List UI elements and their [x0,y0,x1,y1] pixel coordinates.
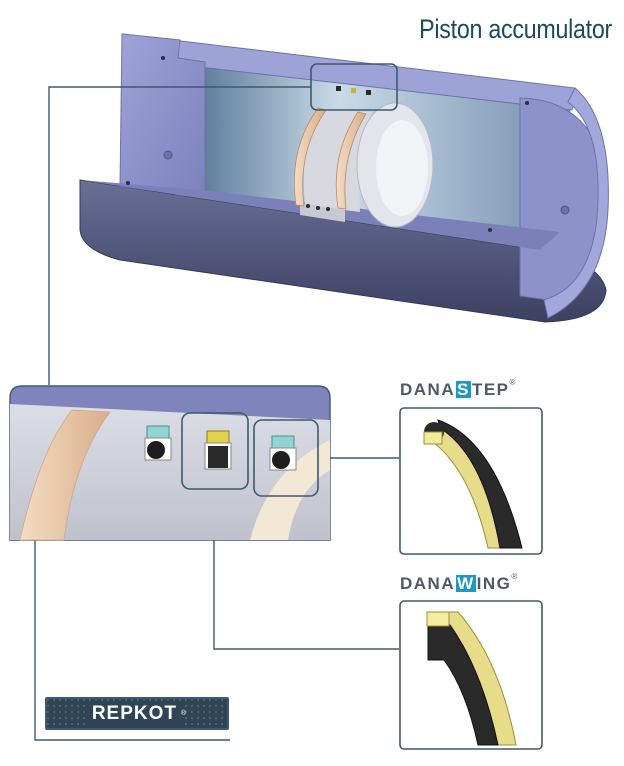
diagram-title: Piston accumulator [419,14,612,44]
repkot-logo: REPKOT® [45,697,229,730]
danastep-seal-detail [399,407,543,555]
piston [293,86,434,228]
danawing-seal-detail [399,600,543,750]
callout-lines [34,86,399,741]
zoom-detail-panel [9,385,331,541]
